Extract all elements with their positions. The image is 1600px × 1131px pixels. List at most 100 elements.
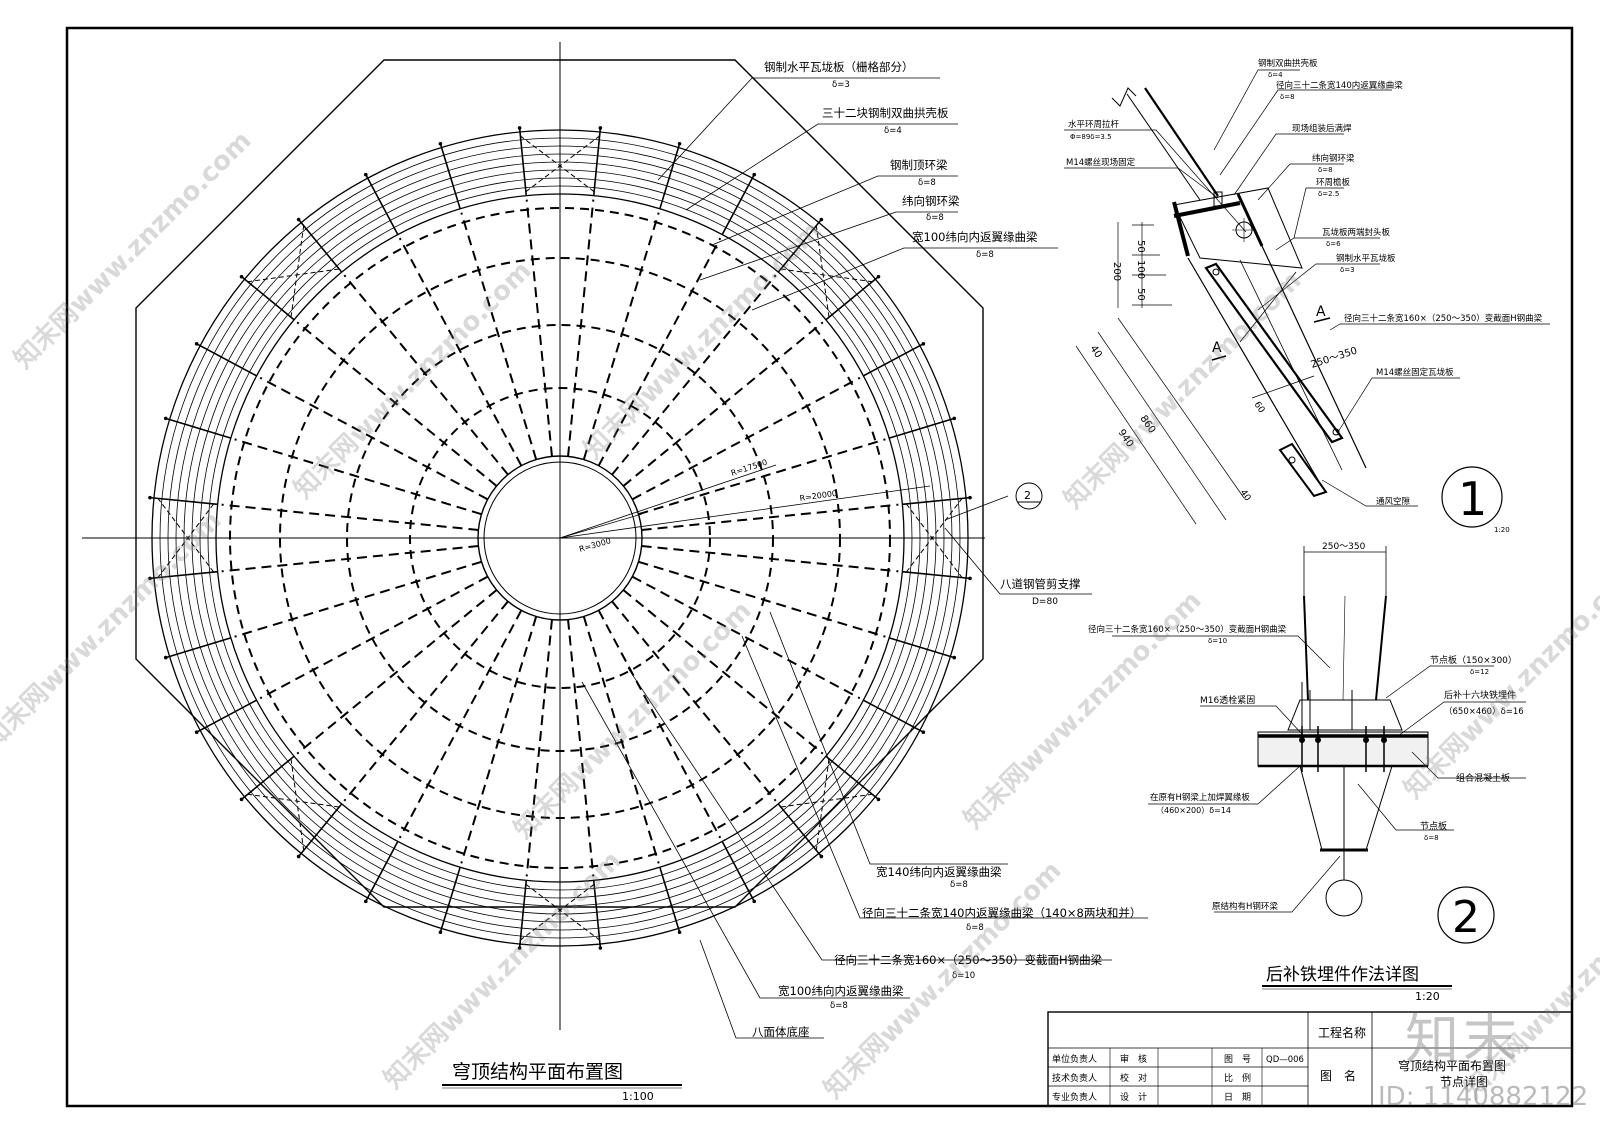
plan-label-top-ring-sub: δ=8 [918, 178, 936, 188]
d1-label-tile-sub: δ=3 [1340, 266, 1355, 274]
plan-title: 穹顶结构平面布置图 [452, 1061, 623, 1083]
plan-label-w140-beam: 宽140纬向内返翼缘曲梁 [876, 865, 1002, 879]
ring-beam-solid [199, 177, 921, 899]
radial-beam-outer [298, 219, 343, 273]
radial-beam-outer [365, 841, 399, 902]
d1-label-weld: 现场组装后满焊 [1292, 123, 1352, 134]
dim-r-center: R=3000 [578, 536, 612, 554]
radial-beam-node [752, 172, 757, 177]
ring-beam-dashed [346, 324, 774, 752]
radial-beam-node [194, 341, 199, 346]
radial-beam-dashed [631, 376, 861, 501]
radial-beam-outer [777, 803, 822, 857]
pipe-brace [905, 503, 963, 578]
section-mark-leader [944, 495, 1009, 521]
radial-beam-outer [241, 755, 295, 800]
d2-label-radial-h: 径向三十二条宽160×（250～350）变截面H钢曲梁 [1088, 624, 1287, 635]
plan-leaders [581, 77, 1148, 1039]
dim-40-a: 40 [1088, 344, 1104, 361]
radial-beam-node [163, 655, 168, 660]
ring-beam-dashed [279, 257, 841, 819]
radial-beam-node [598, 946, 603, 950]
radial-beam-outer [439, 143, 461, 210]
radial-beam-dashed [622, 321, 824, 487]
pipe-brace [520, 883, 595, 941]
dim-40-b: 40 [1238, 488, 1253, 503]
plan-label-shell-plates: 三十二块钢制双曲拱壳板 [822, 106, 949, 120]
radial-beam-node [952, 655, 957, 660]
dim-60: 60 [1252, 400, 1267, 415]
radial-beam-dashed [582, 212, 660, 460]
radial-beam-dashed [460, 212, 538, 460]
radial-beam-outer [196, 699, 257, 733]
radial-beam-node [968, 495, 972, 500]
dim-100: 100 [1135, 260, 1146, 279]
tb-role-3: 专业负责人 [1052, 1091, 1097, 1103]
d2-label-flange-weld: 在原有H钢梁上加焊翼缘板 [1150, 792, 1250, 803]
radial-beam-outer [518, 127, 528, 196]
d1-label-eave-sub: δ=2.5 [1318, 190, 1339, 198]
ring-beam-dashed [229, 207, 891, 869]
radial-beam-outer [902, 496, 971, 506]
ring-beam-box [1173, 187, 1303, 269]
section-mark-number: 2 [1024, 489, 1031, 502]
radial-beam-node [876, 797, 881, 802]
d1-label-tie-rod: 水平环周拉杆 [1068, 119, 1120, 130]
radial-beam-outer [721, 841, 755, 902]
radial-beam-outer [518, 880, 528, 949]
pipe-brace [157, 498, 215, 573]
d1-label-shell: 钢制双曲拱壳板 [1258, 58, 1318, 69]
dim-940: 940 [1116, 428, 1136, 450]
tb-check-1: 审 核 [1120, 1053, 1147, 1065]
plan-label-pipe-bracing-sub: D=80 [1032, 597, 1058, 607]
radial-beam-outer [721, 174, 755, 235]
radial-beam-node [598, 126, 603, 130]
d2-label-node-plate-sub: δ=12 [1470, 668, 1489, 676]
radial-beam-node [148, 495, 152, 500]
radial-beam-dashed [631, 575, 861, 700]
plan-label-radial-140: 径向三十二条宽140内返翼缘曲梁（140×8两块和并） [862, 906, 1141, 920]
d2-bolts [1299, 682, 1387, 772]
plan-label-tile-grid-sub: δ=3 [832, 80, 850, 90]
radial-beam-node [296, 854, 301, 859]
plan-label-radial-h: 径向三十二条宽160×（250～350）变截面H钢曲梁 [834, 953, 1103, 967]
d1-label-m14: M14螺丝现场固定 [1066, 157, 1136, 168]
h-beam-flange-1 [1187, 257, 1319, 481]
radial-beam-dashed [638, 560, 886, 638]
detail1-number: 1 [1458, 472, 1487, 526]
ring-beam-solid [207, 185, 913, 891]
dim-250-350: 250～350 [1310, 346, 1359, 371]
radial-beam-dashed [234, 438, 482, 516]
h-beam-web [1239, 259, 1343, 471]
radial-beam-outer [298, 803, 343, 857]
radial-beam-node [819, 854, 824, 859]
d2-h-beam-web [1342, 595, 1346, 701]
radial-beam-node [148, 576, 152, 581]
d1-label-radial-140: 径向三十二条宽140内返翼缘曲梁 [1276, 80, 1403, 91]
ring-beam-solid [183, 161, 937, 915]
tile-board-2 [1278, 442, 1328, 498]
tb-key-3: 日 期 [1224, 1092, 1251, 1103]
radial-beam-node [363, 899, 368, 904]
radial-beam-outer [365, 174, 399, 235]
ring-beams [151, 129, 969, 947]
radial-beam-outer [825, 755, 879, 800]
radial-beam-dashed [567, 199, 595, 457]
d2-label-m16: M16透栓紧固 [1200, 694, 1255, 706]
tile-line-b [1239, 271, 1297, 343]
plan-label-shell-plates-sub: δ=4 [884, 126, 902, 136]
detail2-number-circle [1437, 886, 1495, 944]
radial-beam-dashed [641, 545, 899, 573]
plan-label-top-ring: 钢制顶环梁 [890, 158, 948, 172]
radial-beam-node [819, 217, 824, 222]
d1-label-tile: 钢制水平瓦垅板 [1336, 253, 1396, 264]
d1-label-vent: 通风空隙 [1376, 496, 1411, 507]
radial-beam-outer [165, 417, 232, 439]
detail2-number: 2 [1452, 892, 1480, 943]
radial-beam-outer [825, 276, 879, 321]
radial-beam-node [677, 930, 682, 935]
radial-beam-node [876, 274, 881, 279]
radial-beam-outer [165, 637, 232, 659]
detail-2: 250～350 [1088, 542, 1526, 1003]
radial-beam-outer [592, 127, 602, 196]
